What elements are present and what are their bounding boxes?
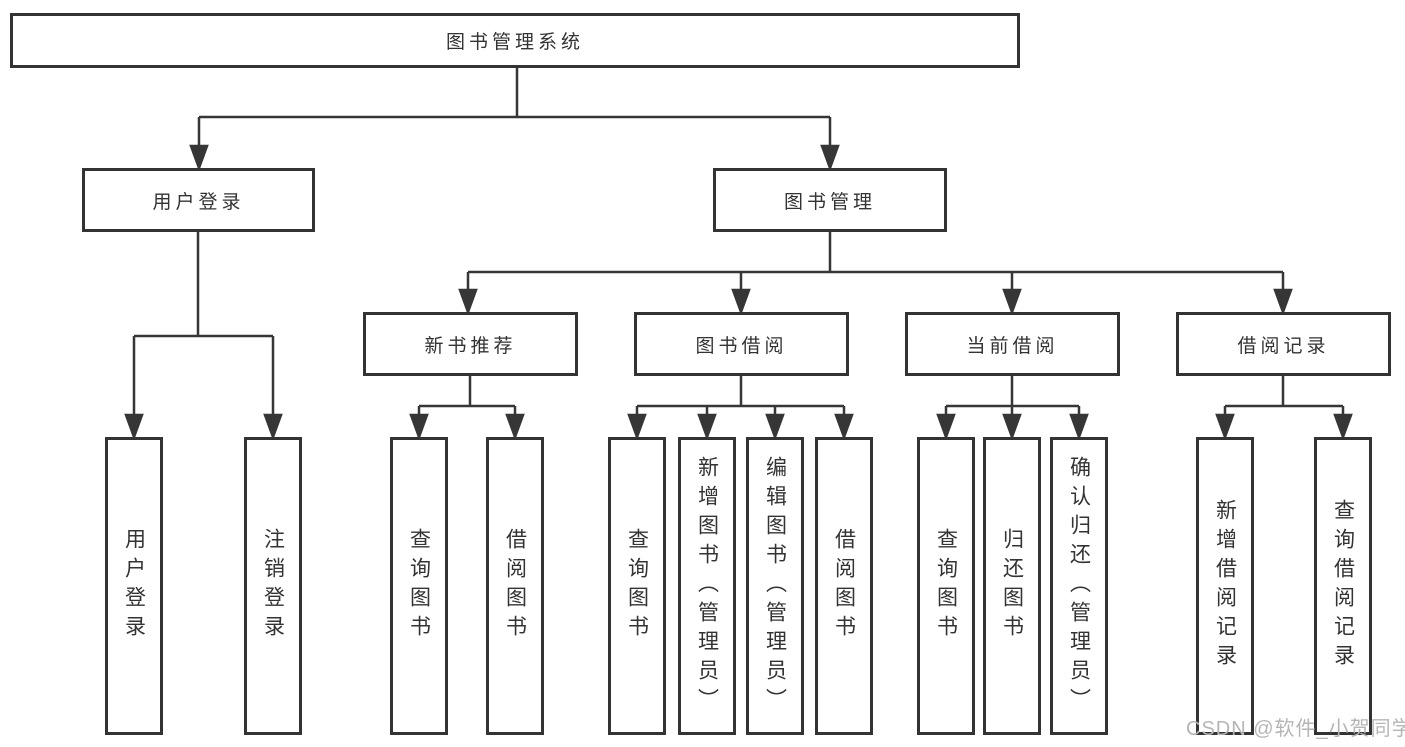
csdn-watermark: CSDN @软件_小贺同学: [1186, 718, 1405, 740]
leaf-borrow-books: 借阅图书: [815, 437, 873, 735]
node-book-borrowing: 图书借阅: [634, 312, 849, 376]
node-book-management: 图书管理: [713, 168, 947, 232]
node-root-library-system: 图书管理系统: [10, 13, 1020, 68]
leaf-query-books-recommend: 查询图书: [390, 437, 448, 735]
leaf-return-books: 归还图书: [983, 437, 1041, 735]
connector-book-mgmt-to-level3: [458, 232, 1293, 316]
connector-book-borrow-to-leaves: [627, 376, 854, 441]
leaf-borrow-books-recommend: 借阅图书: [486, 437, 544, 735]
leaf-add-books-admin: 新增图书（管理员）: [678, 437, 736, 735]
node-new-book-recommend: 新书推荐: [363, 312, 578, 376]
leaf-query-books-current: 查询图书: [917, 437, 975, 735]
leaf-query-borrow-record: 查询借阅记录: [1314, 437, 1372, 735]
node-current-borrowing: 当前借阅: [905, 312, 1120, 376]
leaf-confirm-return-admin: 确认归还（管理员）: [1050, 437, 1108, 735]
leaf-user-login: 用户登录: [105, 437, 163, 735]
leaf-add-borrow-record: 新增借阅记录: [1196, 437, 1254, 735]
connector-root-to-level2: [189, 68, 840, 172]
connector-user-login-to-leaves: [124, 232, 283, 441]
leaf-query-books-borrow: 查询图书: [608, 437, 666, 735]
connector-borrow-records-to-leaves: [1215, 376, 1353, 441]
connector-current-borrow-to-leaves: [936, 376, 1089, 441]
leaf-logout: 注销登录: [244, 437, 302, 735]
node-borrowing-records: 借阅记录: [1176, 312, 1391, 376]
leaf-edit-books-admin: 编辑图书（管理员）: [746, 437, 804, 735]
connector-new-books-to-leaves: [409, 376, 525, 441]
node-user-login: 用户登录: [82, 168, 315, 232]
